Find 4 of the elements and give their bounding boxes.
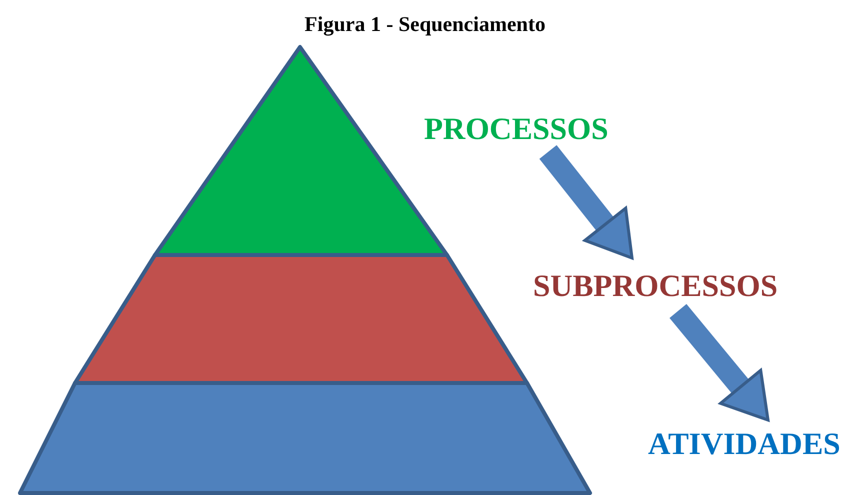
figure-title: Figura 1 - Sequenciamento	[304, 14, 546, 35]
level-label: ATIVIDADES	[648, 428, 840, 459]
level-label: PROCESSOS	[424, 113, 608, 144]
level-label: SUBPROCESSOS	[533, 270, 778, 301]
